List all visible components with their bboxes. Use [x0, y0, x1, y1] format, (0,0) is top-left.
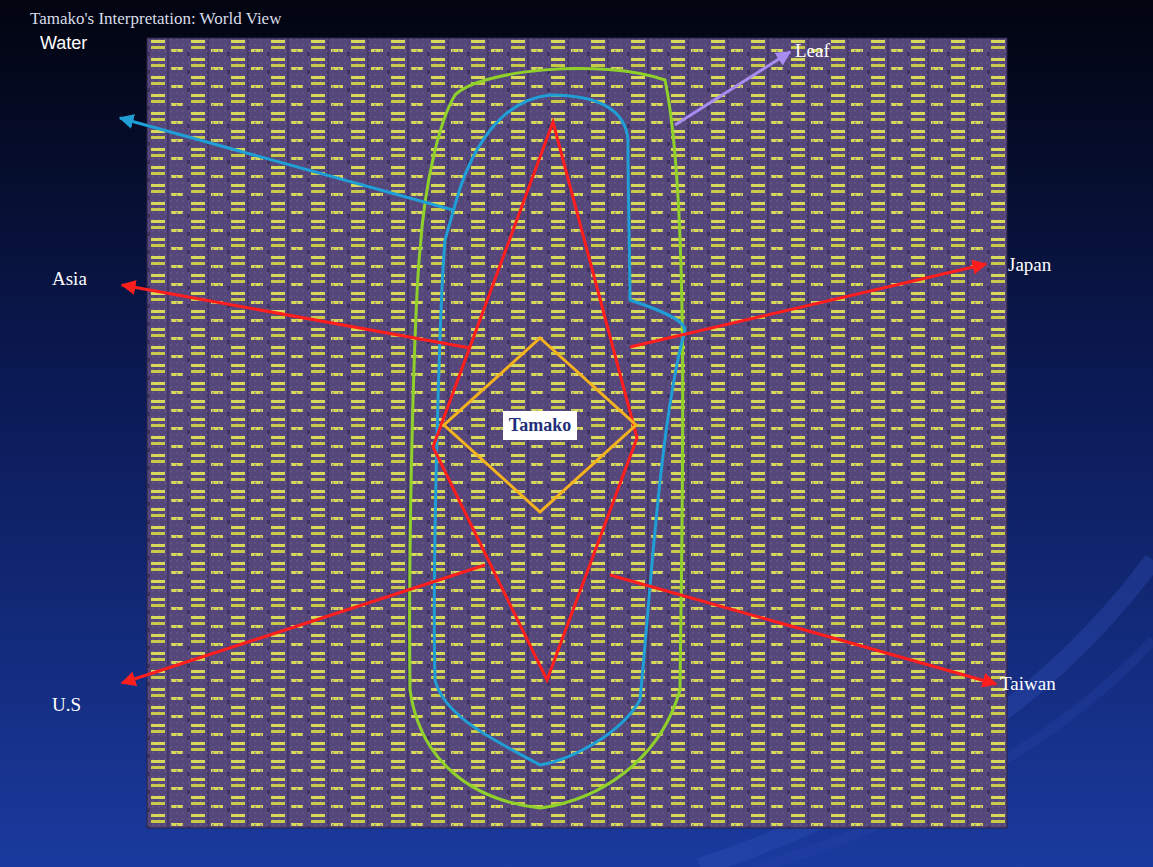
center-diamond: Tamako: [442, 336, 638, 514]
region-label: Asia: [52, 268, 87, 290]
region-label: Japan: [1008, 254, 1051, 276]
diamond-shape: [444, 338, 636, 512]
slide-title: Tamako's Interpretation: World View: [30, 9, 281, 29]
leaf-label: Leaf: [795, 40, 830, 62]
region-label: Taiwan: [1000, 673, 1056, 695]
water-label: Water: [40, 33, 87, 54]
node-text-wrap: Tamako: [442, 336, 638, 514]
region-label: U.S: [52, 694, 81, 716]
node-label: Tamako: [503, 411, 577, 440]
